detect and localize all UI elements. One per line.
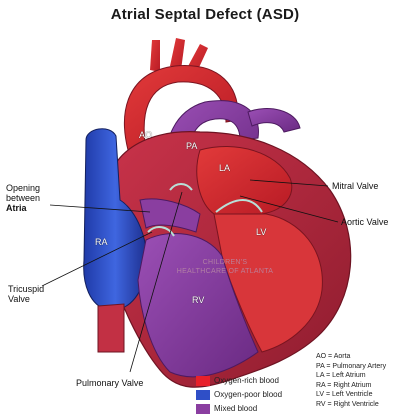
chamber-label-ra: RA [95,237,108,247]
abbreviation-item: AO = Aorta [316,352,386,362]
legend-item-mixed: Mixed blood [196,404,316,416]
watermark-line-2: HEALTHCARE OF ATLANTA [165,267,285,276]
legend-item-oxygen-poor: Oxygen-poor blood [196,390,316,402]
label-mitral-valve: Mitral Valve [332,181,406,191]
legend-swatch-oxygen-rich [196,376,210,386]
abbreviation-item: RA = Right Atrium [316,381,386,391]
abbreviation-item: LA = Left Atrium [316,371,386,381]
chamber-label-pa: PA [186,141,197,151]
chamber-label-lv: LV [256,227,266,237]
legend-label: Mixed blood [214,404,257,414]
abbreviation-item: LV = Left Ventricle [316,390,386,400]
chamber-label-la: LA [219,163,230,173]
chamber-label-rv: RV [192,295,204,305]
legend-label: Oxygen-poor blood [214,390,282,400]
abbreviation-item: RV = Right Ventricle [316,400,386,410]
label-aortic-valve: Aortic Valve [341,217,407,227]
watermark: CHILDREN'S HEALTHCARE OF ATLANTA [165,258,285,276]
legend-swatch-oxygen-poor [196,390,210,400]
label-tricuspid-valve: Tricuspid Valve [8,284,58,304]
chamber-label-ao: AO [139,130,152,140]
inferior-vena-cava [98,304,124,352]
legend-swatch-mixed [196,404,210,414]
watermark-line-1: CHILDREN'S [165,258,285,267]
legend-item-oxygen-rich: Oxygen-rich blood [196,376,316,388]
legend-label: Oxygen-rich blood [214,376,279,386]
label-pulmonary-valve: Pulmonary Valve [76,378,166,388]
abbreviation-key: AO = Aorta PA = Pulmonary Artery LA = Le… [316,352,386,409]
label-opening-between-atria: Opening between Atria [6,183,58,213]
abbreviation-item: PA = Pulmonary Artery [316,362,386,372]
